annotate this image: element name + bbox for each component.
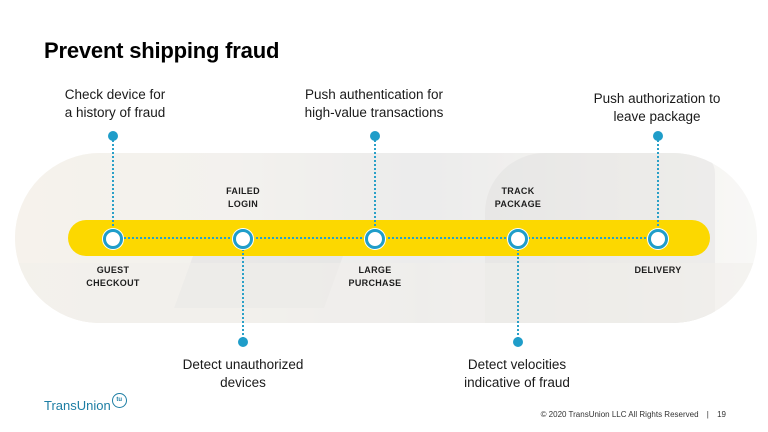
timeline-node-guest-checkout (103, 229, 123, 249)
callout-line: Check device for (64, 87, 166, 102)
callout-line: a history of fraud (64, 105, 166, 120)
callout-dot-4 (513, 337, 523, 347)
callout-dot-1 (108, 131, 118, 141)
callout-line: high-value transactions (304, 105, 444, 120)
timeline-node-track-package (508, 229, 528, 249)
callout-detect-velocities: Detect velocities indicative of fraud (447, 356, 587, 392)
stage-label-line: DELIVERY (634, 265, 682, 275)
photo-table-shape (15, 263, 757, 323)
callout-dot-5 (653, 131, 663, 141)
slide-title: Prevent shipping fraud (44, 38, 280, 63)
stage-label-line: TRACK (501, 186, 535, 196)
stage-label-line: GUEST (96, 265, 130, 275)
footer-copyright: © 2020 TransUnion LLC All Rights Reserve… (535, 410, 726, 419)
timeline-node-delivery (648, 229, 668, 249)
connector-line-3 (374, 137, 376, 237)
connector-line-4 (517, 238, 519, 342)
stage-label-line: LOGIN (228, 199, 258, 209)
connector-line-1 (112, 137, 114, 237)
callout-detect-unauthorized-devices: Detect unauthorized devices (163, 356, 323, 392)
transunion-logo: TransUnion tu (44, 393, 127, 413)
callout-push-authorization: Push authorization to leave package (572, 90, 742, 126)
callout-push-authentication: Push authentication for high-value trans… (284, 86, 464, 122)
callout-line: devices (220, 375, 266, 390)
callout-line: leave package (613, 109, 701, 124)
logo-text: TransUnion (44, 398, 111, 413)
stage-label-line: PACKAGE (494, 199, 542, 209)
logo-mark-icon: tu (111, 393, 127, 408)
timeline-dotted-line (112, 237, 658, 239)
stage-label-line: CHECKOUT (86, 278, 140, 288)
copyright-text: © 2020 TransUnion LLC All Rights Reserve… (540, 410, 699, 419)
callout-check-device: Check device for a history of fraud (40, 86, 190, 122)
stage-label-line: LARGE (358, 265, 392, 275)
callout-line: Detect velocities (467, 357, 567, 372)
callout-dot-2 (238, 337, 248, 347)
stage-label-line: PURCHASE (348, 278, 402, 288)
stage-label-large-purchase: LARGE PURCHASE (320, 264, 430, 290)
connector-line-2 (242, 238, 244, 342)
footer-separator: | (706, 410, 709, 419)
callout-line: Detect unauthorized (182, 357, 304, 372)
stage-label-failed-login: FAILED LOGIN (188, 185, 298, 211)
stage-label-delivery: DELIVERY (603, 264, 713, 277)
callout-line: indicative of fraud (464, 375, 570, 390)
callout-line: Push authorization to (593, 91, 721, 106)
timeline-node-failed-login (233, 229, 253, 249)
stage-label-track-package: TRACK PACKAGE (463, 185, 573, 211)
page-number: 19 (717, 410, 726, 419)
stage-label-guest-checkout: GUEST CHECKOUT (58, 264, 168, 290)
stage-label-line: FAILED (226, 186, 260, 196)
callout-line: Push authentication for (304, 87, 444, 102)
connector-line-5 (657, 137, 659, 237)
timeline-node-large-purchase (365, 229, 385, 249)
callout-dot-3 (370, 131, 380, 141)
